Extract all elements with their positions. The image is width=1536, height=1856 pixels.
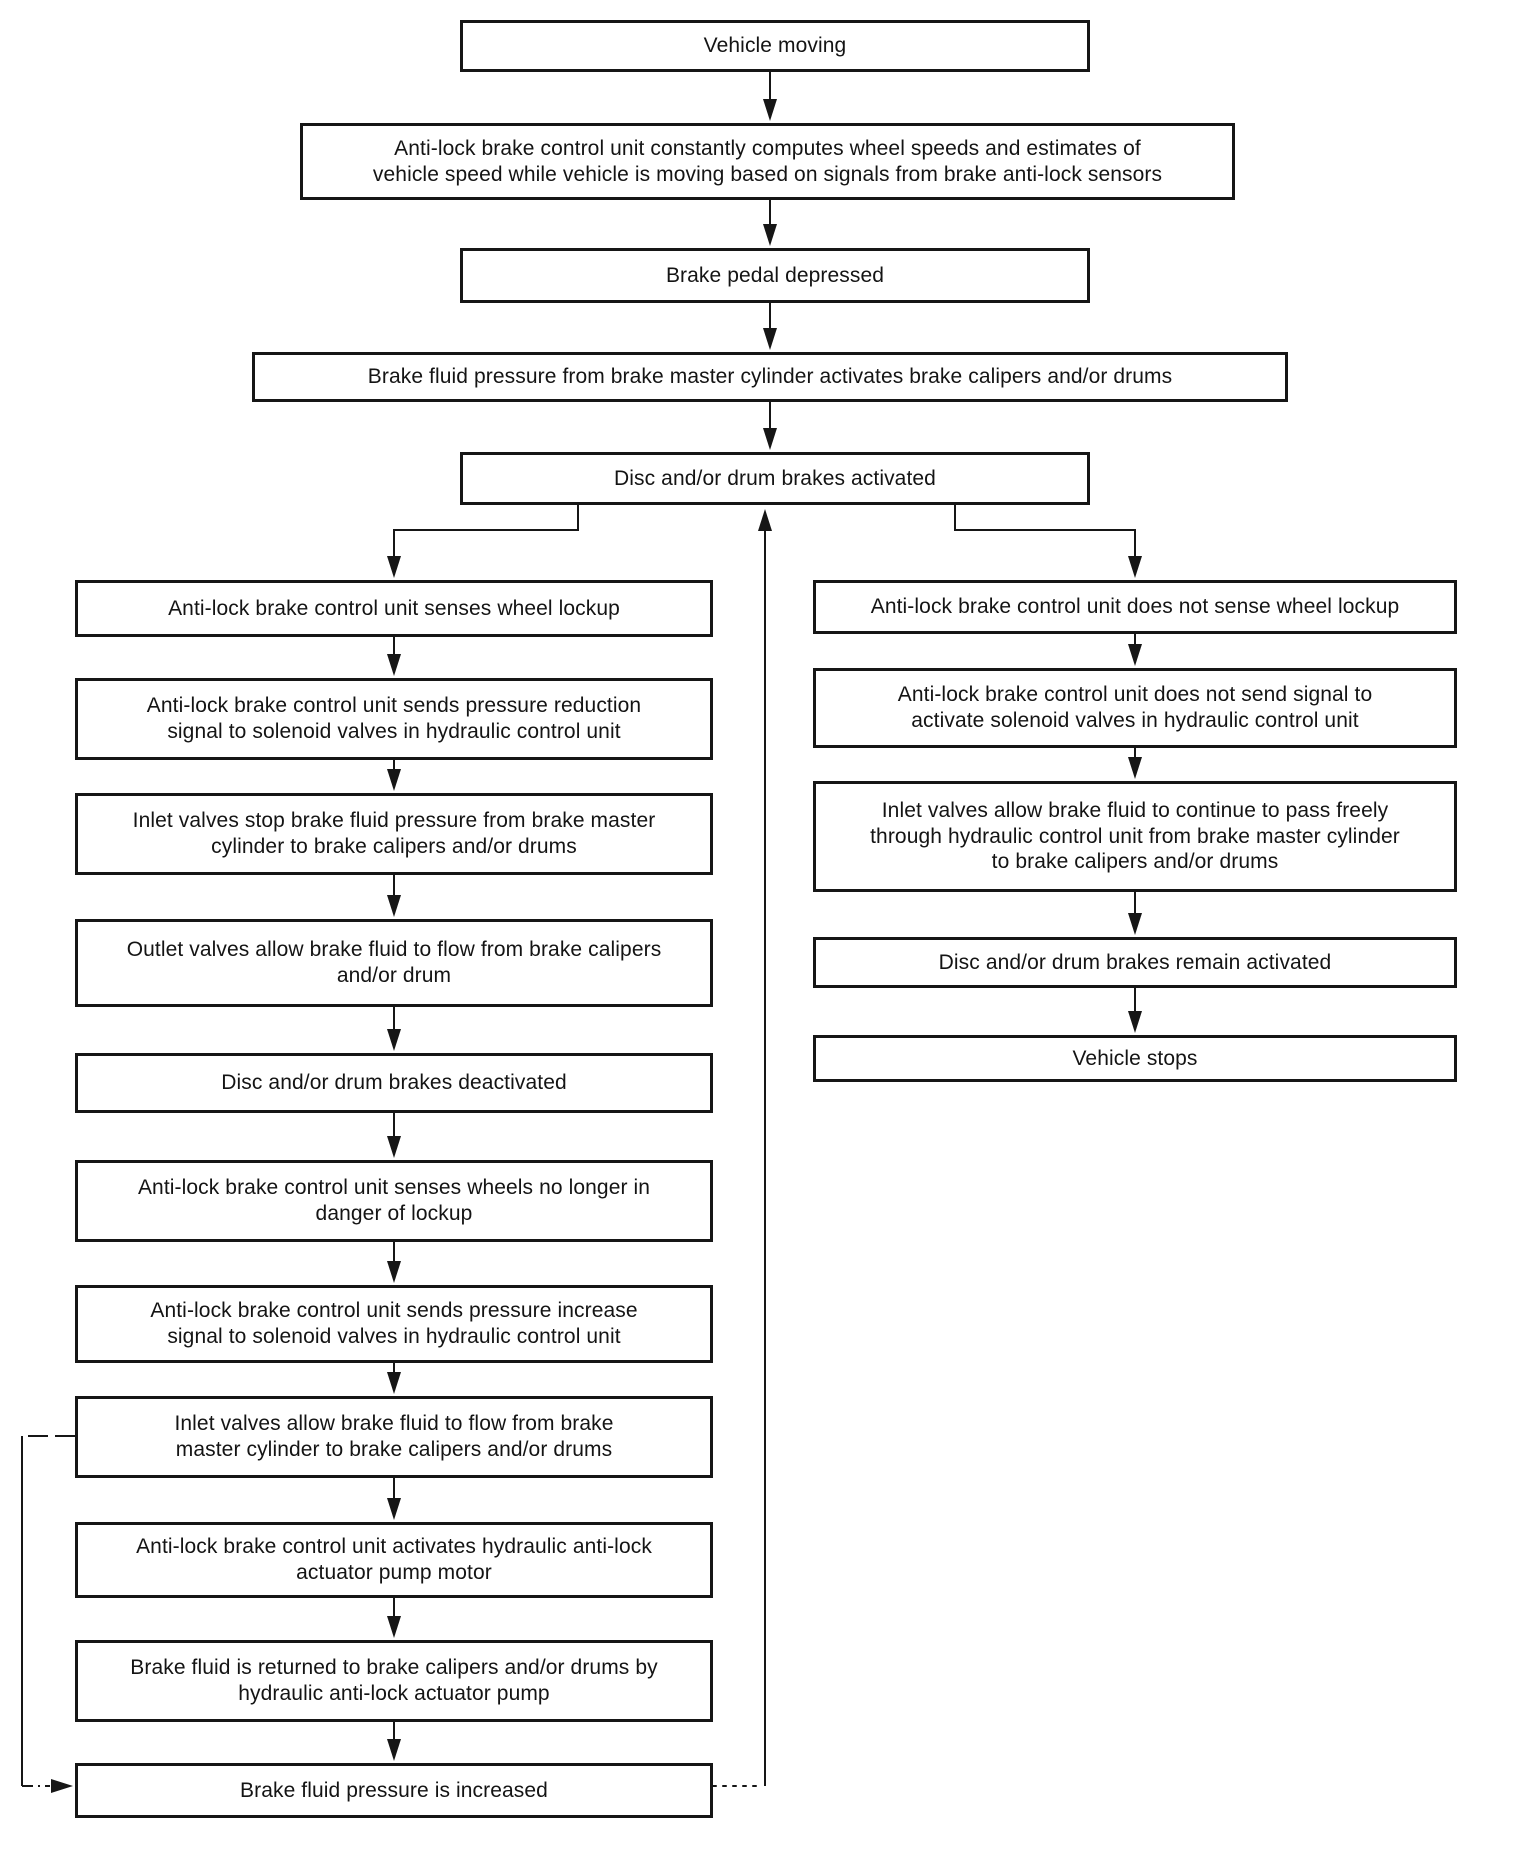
node-label: Brake fluid pressure is increased — [240, 1778, 548, 1802]
branch-split-right — [954, 505, 1142, 578]
node-label: Disc and/or drum brakes deactivated — [221, 1071, 567, 1095]
node-disc-drum-brakes-remain-activated: Disc and/or drum brakes remain activated — [813, 937, 1457, 988]
node-inlet-valves-stop-pressure: Inlet valves stop brake fluid pressure f… — [75, 793, 713, 875]
node-abs-sends-pressure-increase: Anti-lock brake control unit sends press… — [75, 1285, 713, 1363]
node-abs-does-not-send-signal: Anti-lock brake control unit does not se… — [813, 668, 1457, 748]
node-abs-computes-wheel-speeds: Anti-lock brake control unit constantly … — [300, 123, 1235, 200]
node-abs-sends-pressure-reduction: Anti-lock brake control unit sends press… — [75, 678, 713, 760]
node-label: Anti-lock brake control unit constantly … — [372, 136, 1163, 186]
loop-line-inlet-to-pressure-increased — [21, 1435, 75, 1793]
node-abs-senses-no-lockup-danger: Anti-lock brake control unit senses whee… — [75, 1160, 713, 1242]
node-disc-drum-brakes-deactivated: Disc and/or drum brakes deactivated — [75, 1053, 713, 1113]
node-label: Anti-lock brake control unit does not se… — [897, 683, 1373, 732]
node-label: Anti-lock brake control unit sends press… — [150, 1299, 638, 1348]
node-label: Outlet valves allow brake fluid to flow … — [126, 938, 662, 987]
node-label: Anti-lock brake control unit senses whee… — [137, 1176, 651, 1225]
node-label: Disc and/or drum brakes remain activated — [938, 950, 1332, 974]
right-chain-arrows — [1128, 634, 1142, 1033]
node-brake-fluid-pressure-increased: Brake fluid pressure is increased — [75, 1763, 713, 1818]
node-label: Anti-lock brake control unit activates h… — [136, 1535, 652, 1584]
node-label: Brake pedal depressed — [665, 263, 885, 287]
node-disc-drum-brakes-activated: Disc and/or drum brakes activated — [460, 452, 1090, 505]
node-outlet-valves-allow-flow: Outlet valves allow brake fluid to flow … — [75, 919, 713, 1007]
branch-split-left — [387, 505, 579, 578]
node-inlet-valves-allow-flow: Inlet valves allow brake fluid to flow f… — [75, 1396, 713, 1478]
node-vehicle-stops: Vehicle stops — [813, 1035, 1457, 1082]
node-vehicle-moving: Vehicle moving — [460, 20, 1090, 72]
left-chain-arrows — [387, 637, 401, 1761]
node-label: Anti-lock brake control unit does not se… — [870, 595, 1400, 619]
node-abs-does-not-sense-lockup: Anti-lock brake control unit does not se… — [813, 580, 1457, 634]
node-label: Anti-lock brake control unit sends press… — [146, 694, 642, 743]
node-master-cylinder-pressure-activates: Brake fluid pressure from brake master c… — [252, 352, 1288, 402]
node-label: Vehicle moving — [703, 34, 847, 58]
node-label: Brake fluid pressure from brake master c… — [367, 365, 1173, 389]
node-abs-activates-pump-motor: Anti-lock brake control unit activates h… — [75, 1522, 713, 1598]
node-inlet-valves-pass-freely: Inlet valves allow brake fluid to contin… — [813, 781, 1457, 892]
feedback-line-to-brakes-activated — [712, 509, 772, 1787]
node-brake-pedal-depressed: Brake pedal depressed — [460, 248, 1090, 303]
node-label: Disc and/or drum brakes activated — [614, 466, 936, 490]
node-abs-senses-wheel-lockup: Anti-lock brake control unit senses whee… — [75, 580, 713, 637]
node-label: Inlet valves stop brake fluid pressure f… — [132, 809, 656, 858]
node-label: Inlet valves allow brake fluid to contin… — [870, 799, 1400, 874]
node-label: Inlet valves allow brake fluid to flow f… — [174, 1412, 614, 1461]
node-label: Vehicle stops — [1072, 1046, 1198, 1070]
node-label: Brake fluid is returned to brake caliper… — [130, 1656, 658, 1705]
node-brake-fluid-returned-by-pump: Brake fluid is returned to brake caliper… — [75, 1640, 713, 1722]
main-chain-arrows — [763, 72, 777, 450]
node-label: Anti-lock brake control unit senses whee… — [168, 596, 620, 620]
